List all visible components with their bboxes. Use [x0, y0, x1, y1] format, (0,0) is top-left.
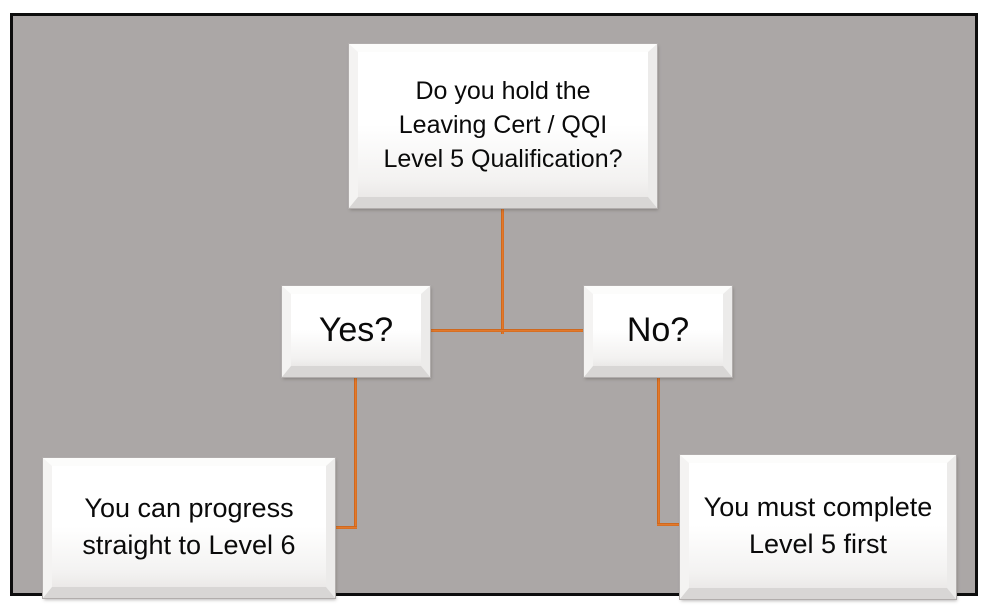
node-no: No?	[584, 286, 732, 377]
slide-frame: Do you hold the Leaving Cert / QQI Level…	[10, 13, 978, 599]
node-no-outcome: You must complete Level 5 first	[680, 455, 956, 599]
no-label: No?	[626, 311, 690, 349]
node-question: Do you hold the Leaving Cert / QQI Level…	[349, 44, 657, 208]
yes-outcome-line-1: You can progress	[84, 492, 294, 523]
yes-label: Yes?	[318, 311, 394, 349]
connector-no-down	[657, 377, 660, 526]
connector-yes-no-bridge	[429, 329, 584, 332]
question-line-2: Leaving Cert / QQI	[398, 110, 608, 139]
connector-no-elbow	[657, 523, 680, 526]
node-yes: Yes?	[282, 286, 430, 377]
question-line-1: Do you hold the	[415, 76, 591, 105]
connector-yes-down	[354, 377, 357, 529]
no-outcome-line-1: You must complete	[703, 491, 933, 522]
question-line-3: Level 5 Qualification?	[383, 144, 623, 173]
no-outcome-line-2: Level 5 first	[748, 528, 888, 559]
connector-yes-elbow	[335, 526, 357, 529]
connector-question-to-branch	[501, 208, 504, 334]
yes-outcome-line-2: straight to Level 6	[82, 529, 296, 560]
node-yes-outcome: You can progress straight to Level 6	[43, 458, 335, 598]
